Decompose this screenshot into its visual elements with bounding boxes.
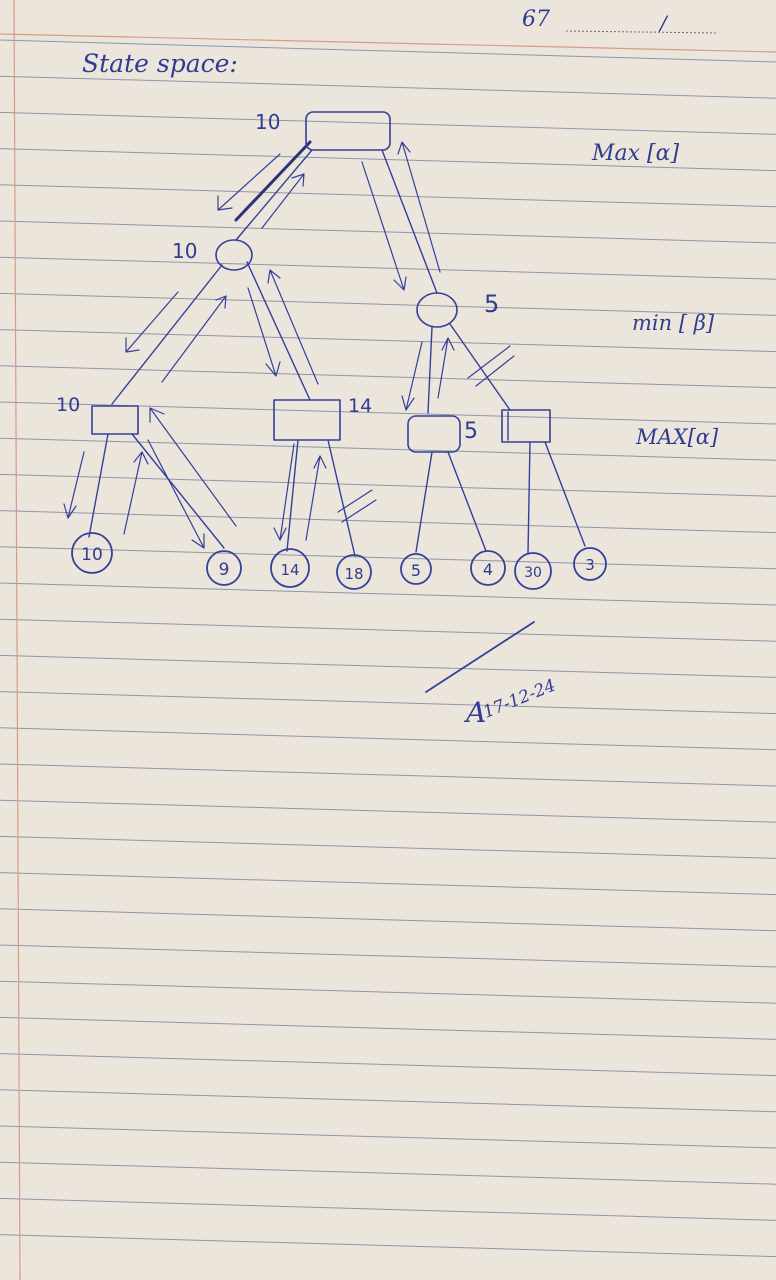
ruled-line	[0, 1125, 776, 1149]
ruled-line	[0, 111, 776, 135]
signature: A 17-12-24	[463, 675, 559, 729]
signature-stroke	[425, 621, 535, 693]
ruled-line	[0, 1089, 776, 1113]
leaf-value: 30	[524, 565, 542, 581]
ruled-line	[0, 292, 776, 316]
leaf-value: 18	[344, 565, 363, 583]
header-rule	[0, 33, 776, 53]
leaf-value: 14	[280, 561, 299, 579]
node-max-4	[501, 409, 551, 443]
ruled-line	[0, 872, 776, 896]
ruled-line	[0, 908, 776, 932]
margin-line	[13, 0, 21, 1280]
date-slash: /	[658, 11, 669, 35]
ruled-line	[0, 618, 776, 642]
leaf-node	[270, 548, 310, 588]
ruled-line	[0, 582, 776, 606]
ruled-line	[0, 835, 776, 859]
leaf-node	[470, 550, 506, 586]
leaf-node	[206, 550, 242, 586]
ruled-line	[0, 1053, 776, 1077]
tree-nodes: 10 10 5 10 14 5	[56, 110, 551, 453]
leaf-node	[400, 553, 432, 585]
ruled-line	[0, 365, 776, 389]
leaf-node	[514, 552, 552, 590]
node-max-3-value: 5	[464, 419, 478, 444]
ruled-lines	[0, 39, 776, 1258]
ruled-line	[0, 510, 776, 534]
leaf-nodes: 10 9 14 18 5 4 30 3	[71, 532, 607, 590]
tree-edges	[88, 149, 586, 557]
level-label-max-alpha: Max [α]	[591, 141, 679, 166]
ruled-line	[0, 437, 776, 461]
leaf-value: 5	[411, 561, 421, 580]
node-min-left	[215, 239, 253, 271]
heading: State space:	[82, 49, 238, 78]
node-max-2	[273, 399, 341, 441]
node-min-right	[416, 292, 458, 328]
level-label-min-beta: min [ β]	[632, 311, 715, 335]
leaf-node	[336, 554, 372, 590]
page-number: 67	[522, 7, 550, 32]
ruled-line	[0, 691, 776, 715]
ruled-line	[0, 184, 776, 208]
leaf-value: 10	[81, 545, 103, 565]
node-max-2-value: 14	[348, 395, 372, 417]
ruled-line	[0, 39, 776, 63]
ruled-line	[0, 546, 776, 570]
node-max-1-value: 10	[56, 394, 80, 416]
level-label-max-alpha-2: MAX[α]	[635, 425, 719, 449]
ruled-line	[0, 727, 776, 751]
signature-date: 17-12-24	[480, 675, 558, 722]
ruled-line	[0, 220, 776, 244]
node-root	[305, 111, 391, 151]
node-root-value: 10	[255, 110, 280, 134]
ruled-line	[0, 1016, 776, 1040]
ruled-line	[0, 148, 776, 172]
leaf-node	[573, 547, 607, 581]
ruled-line	[0, 329, 776, 353]
node-min-left-value: 10	[172, 239, 197, 263]
ruled-line	[0, 654, 776, 678]
node-max-3	[407, 415, 461, 453]
ruled-line	[0, 1234, 776, 1258]
node-min-right-value: 5	[484, 290, 499, 318]
node-max-1	[91, 405, 139, 435]
ruled-line	[0, 1197, 776, 1221]
leaf-value: 4	[483, 560, 493, 579]
leaf-value: 9	[219, 560, 230, 580]
ruled-line	[0, 763, 776, 787]
ruled-line	[0, 1161, 776, 1185]
ruled-line	[0, 799, 776, 823]
signature-initial: A	[463, 696, 486, 729]
ruled-line	[0, 944, 776, 968]
bold-stroke	[234, 140, 312, 222]
leaf-value: 3	[585, 556, 595, 574]
search-arrows	[63, 141, 515, 549]
ruled-line	[0, 75, 776, 99]
ruled-line	[0, 473, 776, 497]
ruled-line	[0, 256, 776, 280]
ruled-line	[0, 980, 776, 1004]
leaf-node	[71, 532, 113, 574]
date-line	[565, 30, 719, 34]
